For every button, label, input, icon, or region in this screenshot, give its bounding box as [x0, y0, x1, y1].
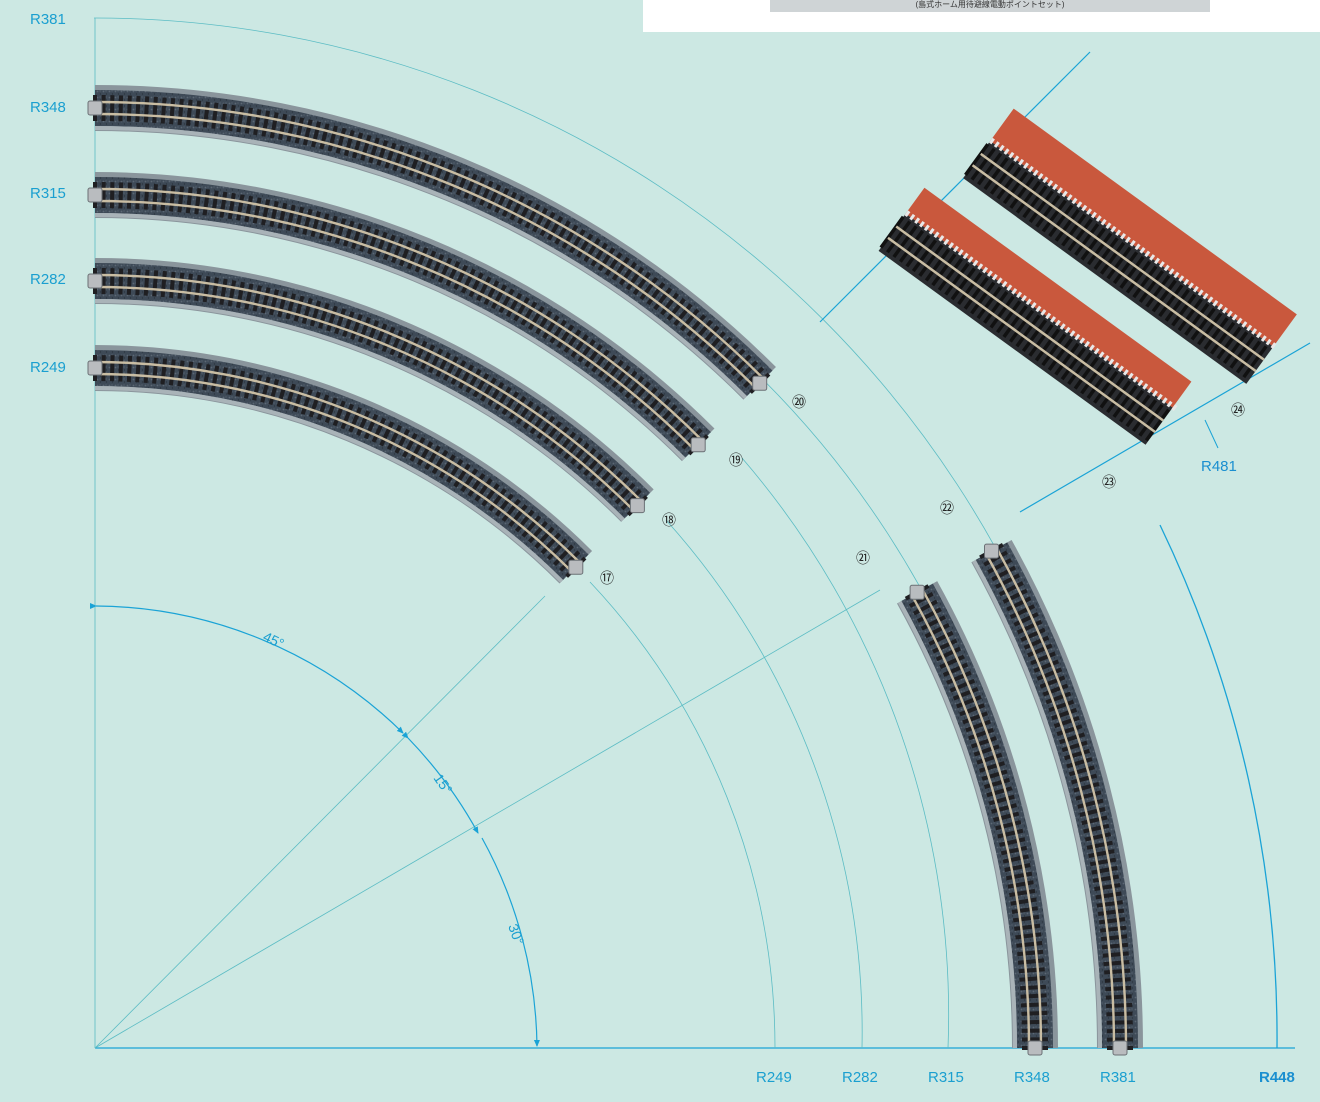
roadbed-edge — [972, 559, 1102, 1049]
rail-joiner — [752, 375, 768, 391]
track-21 — [896, 581, 1058, 1056]
rail-inner — [94, 112, 757, 389]
left-label-r381: R381 — [30, 11, 66, 28]
radial-30-line — [94, 589, 881, 1049]
rail-outer — [995, 547, 1128, 1049]
viaduct-track-23 — [878, 187, 1192, 445]
radial-45-line — [94, 595, 546, 1049]
rail-joiner — [87, 100, 103, 116]
rail-joiner — [1112, 1040, 1128, 1056]
left-label-r282: R282 — [30, 271, 66, 288]
angle-15-label: 15° — [431, 771, 456, 798]
r481-leader-line — [1204, 419, 1219, 449]
arc-r448 — [1159, 524, 1278, 1049]
angle-30-arc — [481, 837, 540, 1047]
bottom-radius-labels: R249 R282 R315 R348 R381 R448 — [756, 1069, 1295, 1086]
rail-joiner — [984, 543, 999, 559]
ties — [93, 355, 587, 578]
bottom-label-r315: R315 — [928, 1069, 964, 1086]
ties — [904, 584, 1049, 1050]
angle-15-arc — [401, 731, 479, 834]
left-label-r315: R315 — [30, 185, 66, 202]
rail-outer — [921, 588, 1043, 1049]
rail-inner — [94, 372, 573, 573]
roadbed-edge — [94, 126, 747, 399]
track-18 — [87, 258, 654, 522]
viaduct-girder-24 — [990, 108, 1297, 347]
arc-r249 — [589, 581, 776, 1049]
bottom-label-r448: R448 — [1259, 1069, 1295, 1086]
bottom-label-r381: R381 — [1100, 1069, 1136, 1086]
track-number-17: ⑰ — [600, 570, 614, 586]
track-number-19: ⑲ — [729, 452, 743, 468]
track-number-24: ㉔ — [1231, 402, 1245, 418]
viaduct-girder-23 — [905, 187, 1192, 408]
left-radius-labels: R381 R348 R315 R282 R249 — [30, 11, 66, 376]
track-22 — [971, 539, 1143, 1056]
angle-45-label: 45° — [261, 628, 287, 651]
bottom-label-r348: R348 — [1014, 1069, 1050, 1086]
radial-lower-line — [1019, 342, 1311, 513]
rail-joiner — [690, 437, 706, 453]
track-number-labels: ⑰ ⑱ ⑲ ⑳ ㉑ ㉒ ㉓ ㉔ — [600, 394, 1245, 586]
rail-joiner — [568, 559, 584, 575]
left-label-r249: R249 — [30, 359, 66, 376]
arc-r315 — [741, 457, 949, 1049]
rail-joiner — [629, 498, 645, 514]
roadbed-edge — [94, 299, 625, 522]
roadbed-edge — [94, 213, 686, 461]
track-number-23: ㉓ — [1102, 474, 1116, 490]
track-pieces — [87, 85, 1143, 1056]
rail-inner — [94, 285, 634, 511]
r481-label: R481 — [1201, 458, 1237, 475]
ties — [93, 94, 771, 394]
track-number-20: ⑳ — [792, 394, 806, 410]
arc-r282 — [665, 519, 863, 1049]
track-number-22: ㉒ — [940, 500, 954, 516]
rail-inner — [94, 199, 695, 450]
rail-inner — [985, 553, 1116, 1049]
rail-joiner — [87, 360, 103, 376]
rail-joiner — [909, 584, 925, 600]
ties — [93, 267, 648, 517]
rail-joiner — [1027, 1040, 1043, 1056]
angle-30-label: 30° — [505, 922, 527, 947]
viaduct-track-24 — [963, 108, 1297, 384]
track-number-21: ㉑ — [856, 550, 870, 566]
top-panel-caption: (島式ホーム用待避線電動ポイントセット) — [770, 0, 1210, 12]
bottom-label-r249: R249 — [756, 1069, 792, 1086]
track-19 — [87, 172, 715, 462]
rail-outer — [94, 273, 643, 503]
rail-outer — [94, 100, 765, 380]
rail-joiner — [87, 273, 103, 289]
left-label-r348: R348 — [30, 99, 66, 116]
track-number-18: ⑱ — [662, 512, 676, 528]
rail-inner — [910, 594, 1031, 1049]
rail-joiner — [87, 187, 103, 203]
bottom-label-r282: R282 — [842, 1069, 878, 1086]
roadbed-edge — [94, 386, 564, 583]
radial-upper-line — [819, 51, 1091, 323]
ballast — [901, 583, 1053, 1049]
angle-45-arc — [89, 602, 404, 734]
roadbed-edge — [897, 601, 1017, 1049]
rail-outer — [94, 360, 581, 564]
track-17 — [87, 345, 593, 584]
rail-outer — [94, 187, 704, 442]
track-20 — [87, 85, 776, 400]
